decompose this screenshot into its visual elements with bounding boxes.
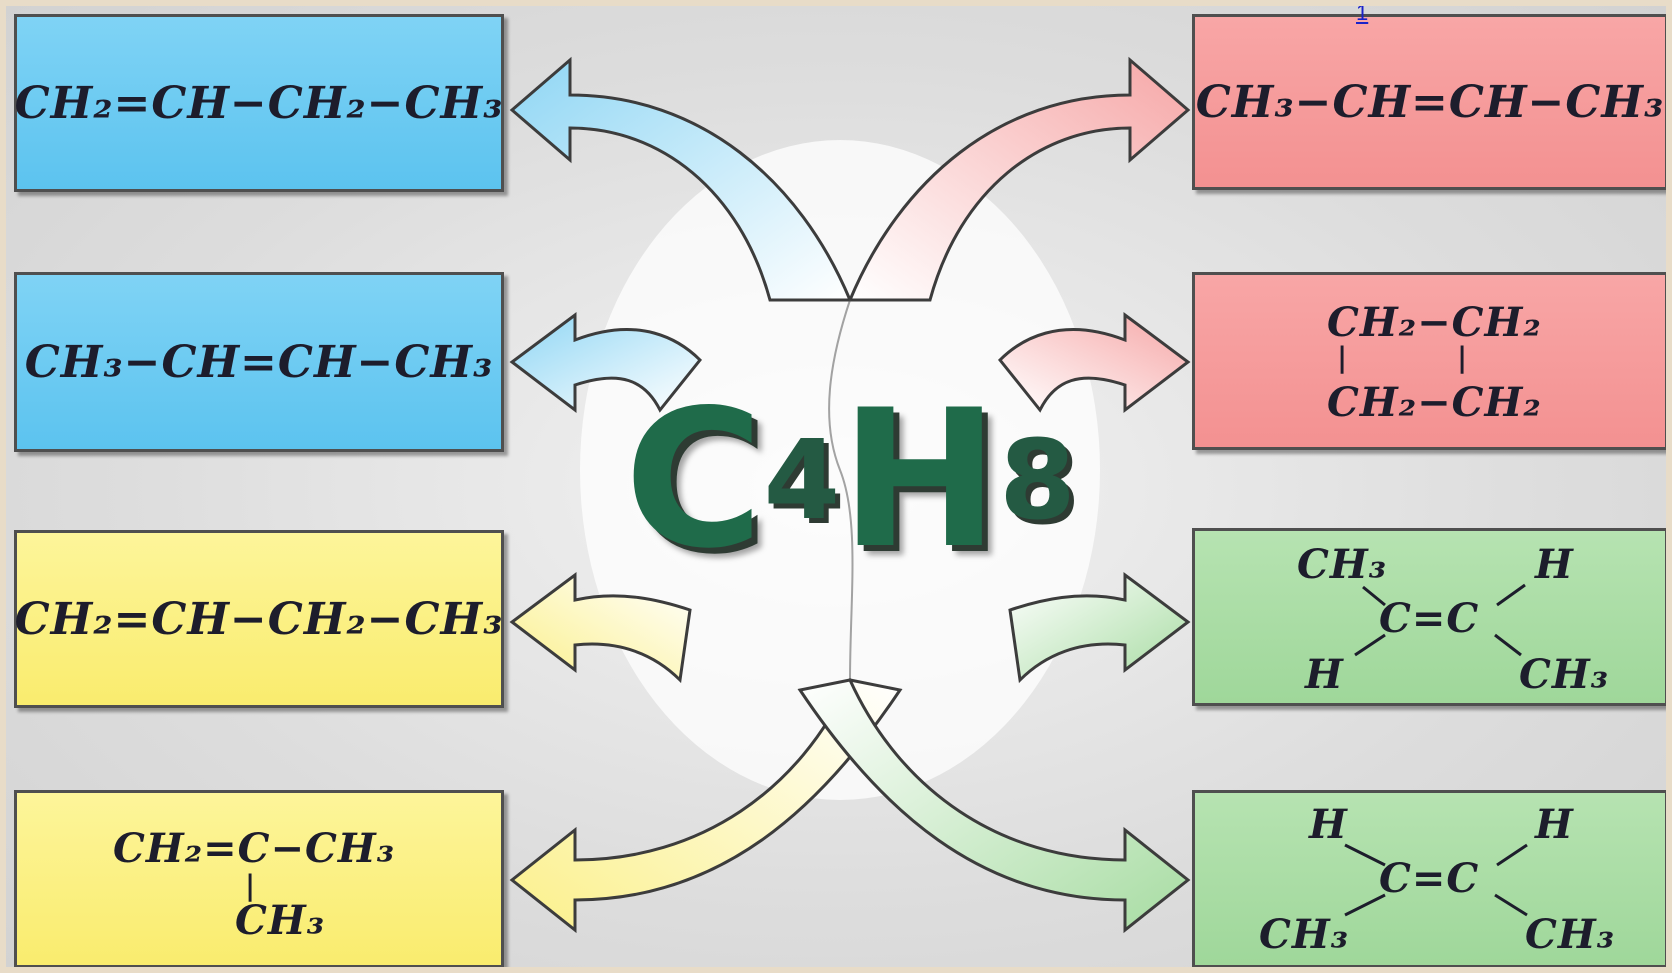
- formula-left-2: CH₃−CH=CH−CH₃: [24, 336, 494, 388]
- branch-bond: |: [245, 869, 257, 902]
- cis-double-bond: C=C: [1379, 855, 1480, 902]
- cis-top-left: H: [1309, 801, 1348, 848]
- trans-bond-lines: [1354, 583, 1526, 657]
- isomer-box-left-4: CH₂=C−CH₃ | CH₃: [14, 790, 504, 968]
- green-arrow-third: [1008, 572, 1191, 684]
- isomer-box-left-1: CH₂=CH−CH₂−CH₃: [14, 14, 504, 192]
- isomer-box-left-3: CH₂=CH−CH₂−CH₃: [14, 530, 504, 708]
- isomer-box-right-4: H H C=C CH₃ CH₃: [1192, 790, 1668, 968]
- blue-arrow-second: [509, 312, 703, 414]
- isobutylene-structure: CH₂=C−CH₃ | CH₃: [17, 793, 501, 965]
- cis-top-right: H: [1535, 801, 1574, 848]
- cyclobutane-structure: CH₂−CH₂ | | CH₂−CH₂: [1195, 275, 1665, 447]
- green-arrow-bottom: [797, 678, 1191, 934]
- isomer-box-right-2: CH₂−CH₂ | | CH₂−CH₂: [1192, 272, 1668, 450]
- formula-right-2-line2: CH₂−CH₂: [1327, 379, 1542, 426]
- isomer-box-right-1: CH₃−CH=CH−CH₃: [1192, 14, 1668, 190]
- cis-bottom-left: CH₃: [1259, 911, 1350, 958]
- isomer-box-left-2: CH₃−CH=CH−CH₃: [14, 272, 504, 452]
- trans-bottom-right: CH₃: [1519, 651, 1610, 698]
- formula-right-2-line1: CH₂−CH₂: [1327, 299, 1542, 346]
- pink-arrow-second: [997, 312, 1191, 414]
- cis-bond-lines: [1344, 843, 1528, 917]
- trans-butene-structure: CH₃ H C=C H CH₃: [1195, 531, 1665, 703]
- trans-top-left: CH₃: [1297, 541, 1388, 588]
- formula-left-4-line1: CH₂=C−CH₃: [113, 825, 396, 872]
- formula-carbon: C: [624, 369, 764, 590]
- formula-carbon-count: 4: [763, 416, 841, 544]
- formula-hydrogen-count: 8: [999, 416, 1076, 544]
- formula-hydrogen: H: [840, 369, 1000, 590]
- cis-bottom-right: CH₃: [1525, 911, 1616, 958]
- ring-bond-left: |: [1337, 341, 1349, 374]
- yellow-arrow-bottom: [509, 678, 903, 934]
- formula-left-3: CH₂=CH−CH₂−CH₃: [14, 593, 504, 645]
- cis-butene-structure: H H C=C CH₃ CH₃: [1195, 793, 1665, 965]
- formula-right-1: CH₃−CH=CH−CH₃: [1195, 76, 1665, 128]
- trans-double-bond: C=C: [1379, 595, 1480, 642]
- pink-arrow-top: [847, 56, 1191, 302]
- ring-bond-right: |: [1457, 341, 1469, 374]
- formula-left-1: CH₂=CH−CH₂−CH₃: [14, 77, 504, 129]
- trans-bottom-left: H: [1305, 651, 1344, 698]
- trans-top-right: H: [1535, 541, 1574, 588]
- isomer-box-right-3: CH₃ H C=C H CH₃: [1192, 528, 1668, 706]
- yellow-arrow-third: [509, 572, 692, 684]
- link-marker[interactable]: 1: [1356, 0, 1369, 25]
- formula-left-4-line2: CH₃: [235, 897, 326, 944]
- blue-arrow-top: [509, 56, 853, 302]
